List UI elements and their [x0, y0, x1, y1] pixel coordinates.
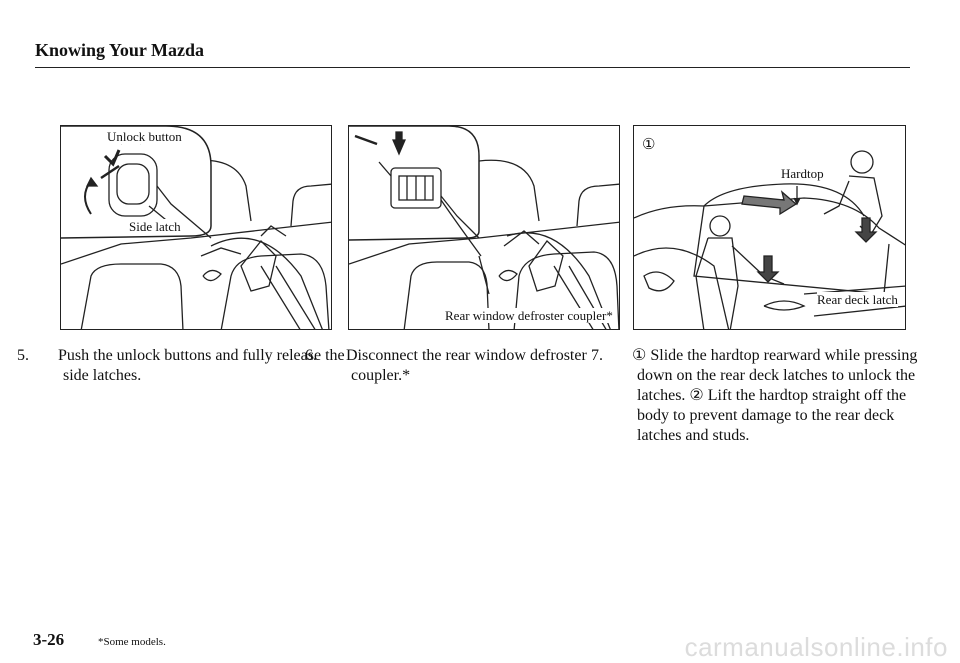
- callout-hardtop: Hardtop: [781, 166, 824, 181]
- step-text: Push the unlock buttons and fully releas…: [58, 347, 345, 384]
- step-6: 6. Disconnect the rear window defroster c…: [305, 346, 641, 386]
- page-header: Knowing Your Mazda: [35, 40, 205, 60]
- step-text: Disconnect the rear window defroster cou…: [346, 347, 587, 384]
- callout-side-latch: Side latch: [129, 219, 181, 234]
- defroster-coupler-illustration: [349, 126, 619, 329]
- side-latch-illustration: [61, 126, 331, 329]
- step-7: 7. ① Slide the hardtop rearward while pre…: [591, 346, 937, 446]
- figure-marker: ①: [642, 137, 656, 153]
- step-number: 6.: [305, 347, 317, 364]
- step-5: 5. Push the unlock buttons and fully rele…: [17, 346, 353, 386]
- step-number: 5.: [17, 347, 29, 364]
- callout-defroster-coupler: Rear window defroster coupler*: [445, 308, 613, 323]
- page-number: 3-26: [33, 630, 65, 649]
- step-text: ① Slide the hardtop rearward while press…: [632, 347, 918, 444]
- watermark: carmanualsonline.info: [684, 632, 948, 662]
- hardtop-removal-illustration: [634, 150, 905, 329]
- header-rule: [35, 67, 910, 68]
- callout-unlock-button: Unlock button: [107, 129, 182, 144]
- figure-hardtop-removal: ① Hardtop Rear deck latch: [633, 125, 906, 330]
- footnote: *Some models.: [98, 636, 166, 648]
- callout-rear-deck-latch: Rear deck latch: [817, 292, 898, 307]
- step-number: 7.: [591, 347, 603, 364]
- figure-defroster-coupler: Rear window defroster coupler*: [348, 125, 620, 330]
- figure-unlock-side-latch: Unlock button Side latch: [60, 125, 332, 330]
